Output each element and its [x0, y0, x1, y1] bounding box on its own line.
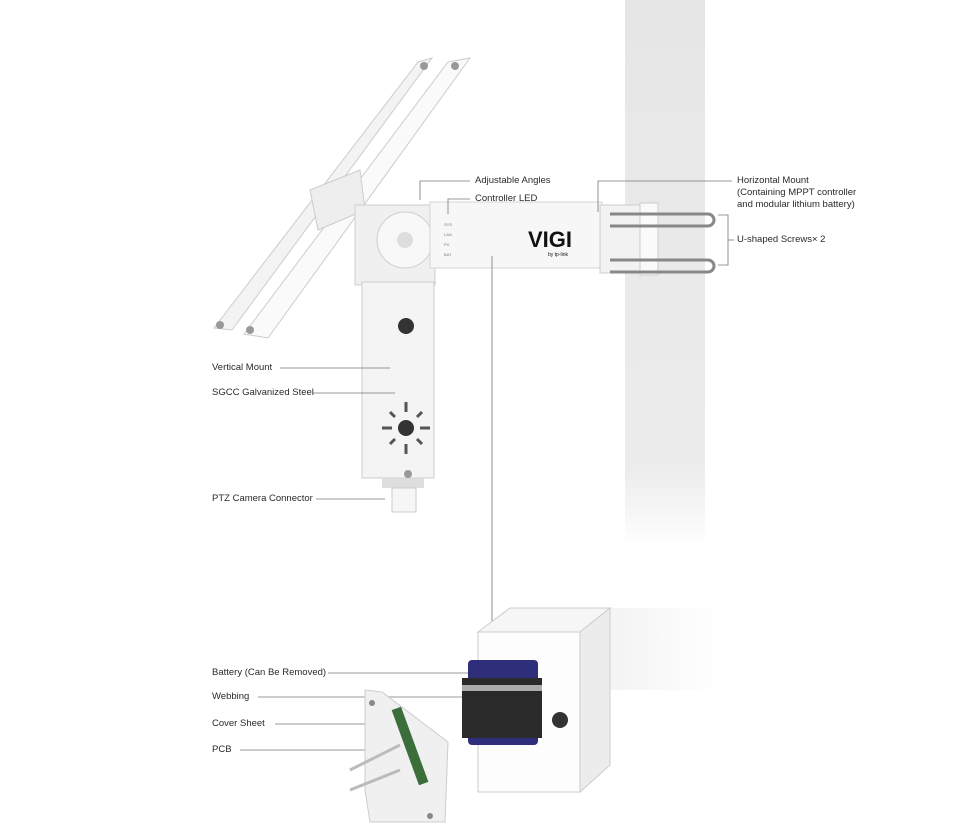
- label-ptz-connector: PTZ Camera Connector: [212, 493, 313, 504]
- pole-clamp: [599, 202, 716, 276]
- label-adjustable-angles: Adjustable Angles: [475, 175, 551, 186]
- label-horizontal-mount: Horizontal Mount (Containing MPPT contro…: [737, 175, 856, 211]
- label-line: Horizontal Mount: [737, 175, 809, 186]
- label-line: and modular lithium battery): [737, 199, 855, 210]
- pole: [625, 0, 705, 550]
- label-webbing: Webbing: [212, 691, 250, 702]
- label-line: (Containing MPPT controller: [737, 187, 857, 198]
- label-u-screws: U-shaped Screws× 2: [737, 234, 826, 245]
- leader-lines: [240, 180, 734, 751]
- cover-sheet: [349, 689, 449, 823]
- vertical-mount: [361, 281, 435, 513]
- led-pv: PV: [444, 242, 450, 247]
- pcb: [391, 706, 429, 786]
- label-battery: Battery (Can Be Removed): [212, 667, 327, 678]
- label-cover-sheet: Cover Sheet: [212, 718, 265, 729]
- tplink-logo: by tp-link: [548, 252, 569, 258]
- led-bat: BAT: [444, 252, 452, 257]
- solar-panel: [213, 57, 472, 339]
- battery-housing: [462, 606, 720, 794]
- webbing: [462, 685, 542, 691]
- label-controller-led: Controller LED: [475, 193, 538, 204]
- label-pcb: PCB: [212, 744, 232, 755]
- label-vertical-mount: Vertical Mount: [212, 362, 273, 373]
- led-sys: SYS: [444, 222, 452, 227]
- angle-hinge: [354, 204, 436, 286]
- horizontal-mount: VIGI by tp-link SYS LAN PV BAT: [429, 201, 603, 269]
- label-steel: SGCC Galvanized Steel: [212, 387, 314, 398]
- led-lan: LAN: [444, 232, 452, 237]
- vigi-logo: VIGI: [528, 227, 572, 252]
